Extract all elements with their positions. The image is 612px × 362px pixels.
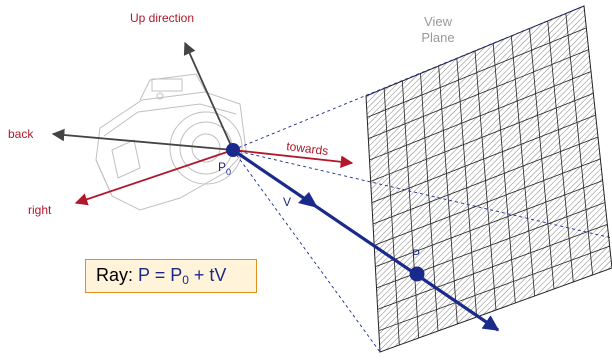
ray-equation-box: Ray: P = P0 + tV <box>85 259 257 293</box>
up-direction-label: Up direction <box>130 11 194 25</box>
back-arrow <box>51 128 234 151</box>
ray-eq-p: P = P <box>138 265 183 285</box>
ray-eq-rest: + tV <box>188 265 227 285</box>
v-label: V <box>283 195 291 209</box>
v-arrowhead <box>298 192 318 208</box>
towards-label: towards <box>286 139 329 158</box>
up-arrow <box>183 41 234 151</box>
frustum-lines <box>232 5 612 353</box>
ray-eq-subscript: 0 <box>182 273 189 287</box>
back-label: back <box>8 127 34 141</box>
grid-line-vertical <box>565 13 594 276</box>
ray-prefix: Ray: <box>96 265 139 285</box>
camera-icon <box>95 73 247 211</box>
towards-arrow <box>232 149 354 169</box>
grid-line-horizontal <box>377 223 608 310</box>
ray-equation: P = P0 + tV <box>138 265 227 287</box>
ray-line <box>232 148 500 332</box>
view-plane <box>365 5 612 353</box>
p0-point <box>226 143 240 157</box>
grid-line-horizontal <box>378 245 610 332</box>
right-arrow <box>74 149 234 206</box>
p0-subscript: 0 <box>226 167 231 177</box>
p-label: P <box>412 247 420 261</box>
p-point <box>409 266 425 282</box>
view-plane-label-line2: Plane <box>421 30 454 45</box>
view-plane-label-line1: View <box>424 14 453 29</box>
right-label: right <box>28 203 52 217</box>
p0-label: P0 <box>218 160 231 177</box>
